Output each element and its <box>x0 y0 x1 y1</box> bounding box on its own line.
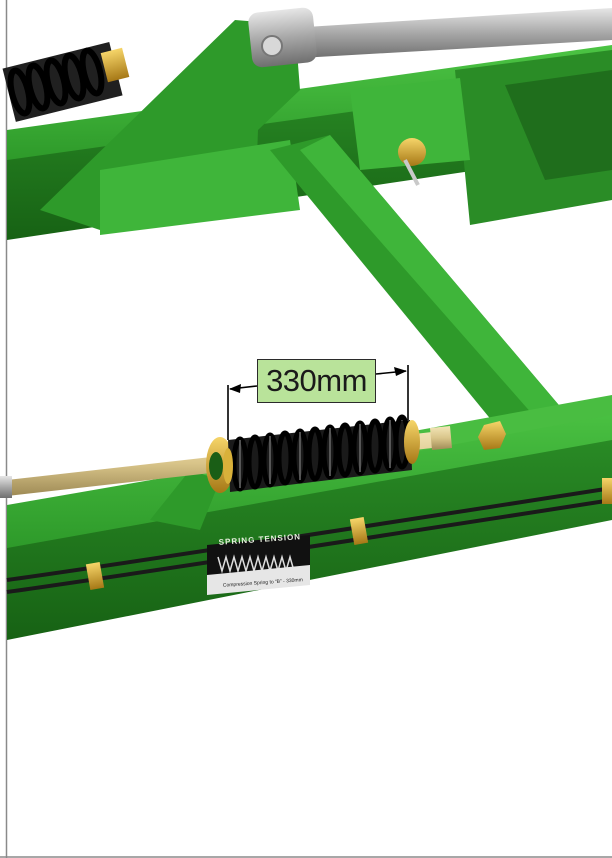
center-post <box>350 78 470 170</box>
hose-clamp-icon <box>85 478 612 591</box>
spring-tension-decal <box>207 535 310 595</box>
cotter-pin-icon <box>398 138 426 186</box>
measurement-label: 330mm <box>257 359 376 403</box>
tower-base <box>100 140 300 235</box>
hex-nut-icon <box>100 47 130 83</box>
hex-nut-icon <box>478 421 506 450</box>
right-frame-inner <box>505 70 612 180</box>
spring-washer <box>404 420 420 464</box>
pivot-pin-icon <box>248 7 317 68</box>
hydraulic-rod <box>290 8 612 58</box>
spring-bracket <box>150 470 220 530</box>
diagonal-brace-top <box>300 135 580 440</box>
rod-end <box>0 476 12 498</box>
upper-left-spring <box>2 41 130 122</box>
